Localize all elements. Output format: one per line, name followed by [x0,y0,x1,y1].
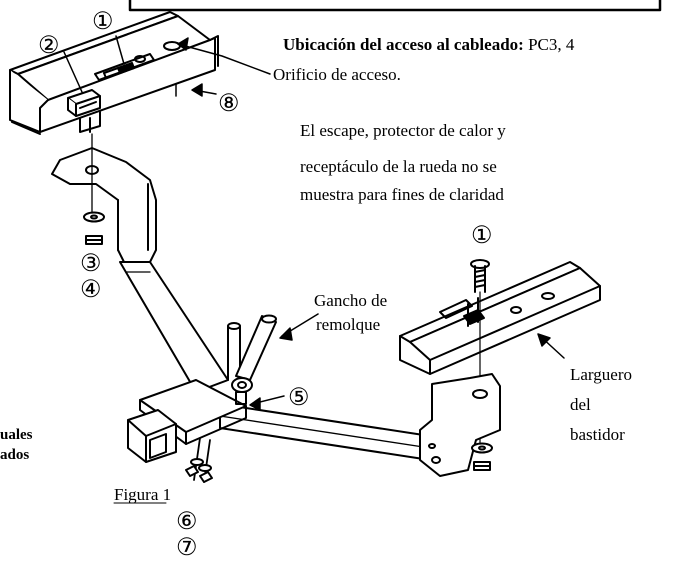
note-line-1: El escape, protector de calor y [300,121,506,140]
right-washer-nut-stack [471,442,493,471]
access-hole-label: Orificio de acceso. [273,65,401,84]
cut-off-text-line-1: uales [0,427,33,443]
left-frame-rail-drawing [9,11,219,135]
callout-4: ④ [80,277,102,303]
cut-off-text-line-2: ados [0,447,30,463]
receiver-and-plate-drawing [127,379,247,463]
callout-7: ⑦ [176,535,198,561]
lower-bolt-drawing [185,437,213,483]
header-box-frame [128,0,662,12]
right-frame-rail-drawing [399,261,601,375]
frame-rail-label-line-2: del [570,395,591,414]
callout-3: ③ [80,251,102,277]
wiring-access-value: PC3, 4 [523,35,575,54]
figure-caption: Figura 1 [114,485,172,504]
left-washer-nut-stack [83,133,105,245]
right-side-bracket-drawing [419,373,501,477]
tow-hook-label-line-1: Gancho de [314,291,388,310]
frame-rail-label-line-3: bastidor [570,425,625,444]
callout-1-right: ① [471,223,493,249]
wiring-access-location: Ubicación del acceso al cableado: PC3, 4 [283,36,574,53]
callout-1-top: ① [92,9,114,35]
tow-hook-drawing [227,314,277,405]
note-line-3: muestra para fines de claridad [300,185,504,204]
callout-2: ② [38,33,60,59]
wiring-access-label: Ubicación del acceso al cableado: [283,35,524,54]
callout-5: ⑤ [288,385,310,411]
callout-8: ⑧ [218,91,240,117]
note-line-2: receptáculo de la rueda no se [300,157,497,176]
left-side-bracket-drawing [51,147,157,263]
tow-hook-label-line-2: remolque [316,315,381,334]
leader-lines [63,35,565,504]
frame-rail-label-line-1: Larguero [570,365,632,384]
callout-6: ⑥ [176,509,198,535]
